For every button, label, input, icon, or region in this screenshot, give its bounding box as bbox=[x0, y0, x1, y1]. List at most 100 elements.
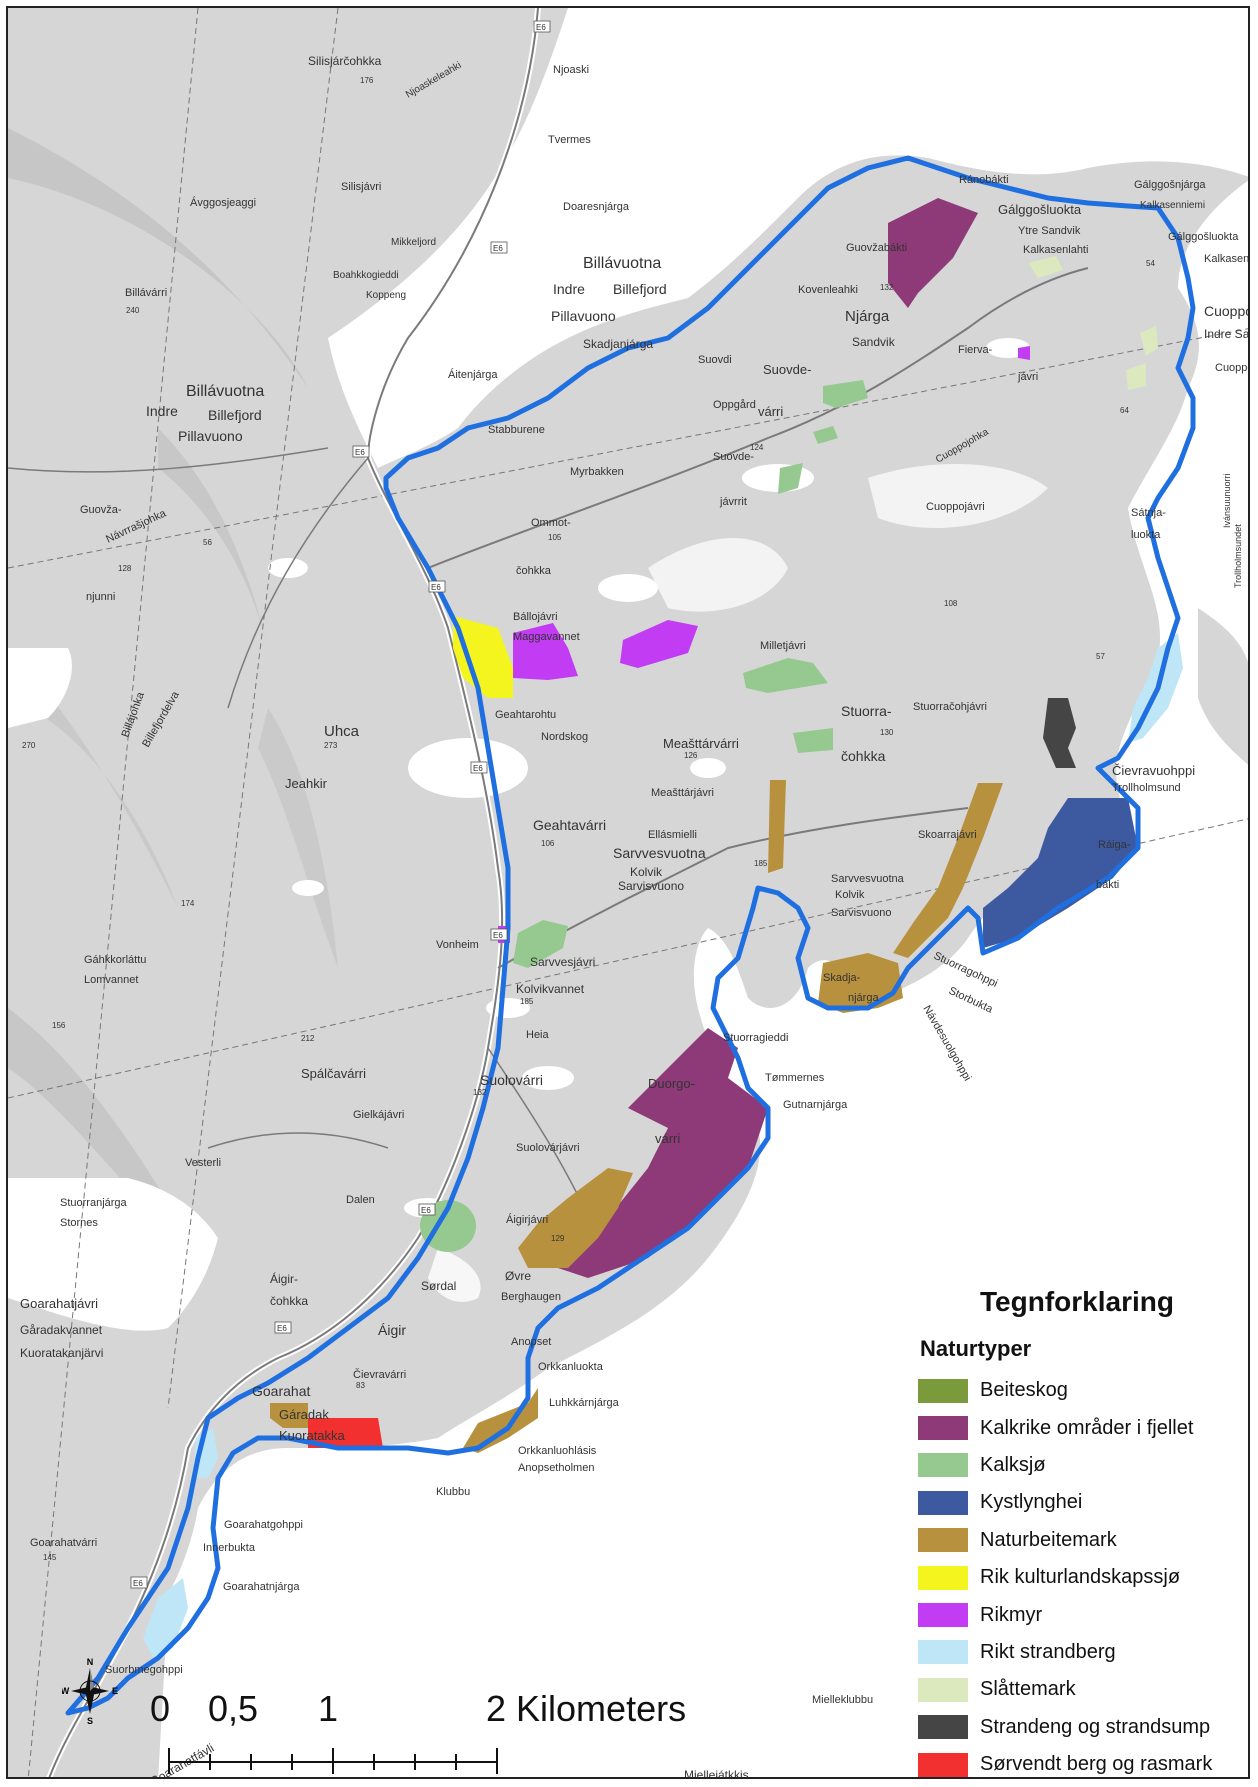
legend-label: Rikt strandberg bbox=[980, 1640, 1116, 1663]
legend-item: Rikmyr bbox=[918, 1596, 1236, 1633]
place-label: Suolovárjávri bbox=[516, 1142, 580, 1154]
place-label: jávri bbox=[1017, 371, 1038, 383]
scale-label-2-km: 2 Kilometers bbox=[486, 1688, 687, 1729]
place-label: Doaresnjárga bbox=[563, 201, 630, 213]
place-label: Stuorra- bbox=[841, 703, 892, 719]
height-label: 273 bbox=[324, 741, 338, 750]
place-label: Heia bbox=[526, 1029, 550, 1041]
place-label: Suovde- bbox=[763, 362, 811, 377]
polygon-slattemark-1[interactable] bbox=[1028, 256, 1063, 278]
place-label: Kuoratakka bbox=[279, 1428, 346, 1443]
polygon-kalksjo-3[interactable] bbox=[778, 463, 803, 494]
height-label: 132 bbox=[473, 1088, 487, 1097]
polygon-naturbeitemark-2[interactable] bbox=[893, 783, 1003, 958]
legend-subtitle: Naturtyper bbox=[920, 1336, 1032, 1361]
height-label: 57 bbox=[1096, 652, 1105, 661]
place-label: Cuoppojávri bbox=[926, 501, 985, 513]
place-label: Sarvvesvuotna bbox=[831, 873, 905, 885]
polygon-naturbeitemark-6[interactable] bbox=[270, 1403, 308, 1428]
legend-swatch bbox=[918, 1752, 968, 1777]
polygon-rik-kulturlandskapssjo[interactable] bbox=[453, 616, 513, 698]
polygon-rikmyr-3[interactable] bbox=[1018, 346, 1030, 360]
height-label: 83 bbox=[356, 1381, 365, 1390]
height-label: 129 bbox=[551, 1234, 565, 1243]
polygon-kalkrike-1[interactable] bbox=[888, 198, 978, 308]
polygon-naturbeitemark-4[interactable] bbox=[518, 1168, 633, 1268]
place-label: Billefjord bbox=[208, 407, 262, 423]
polygon-kalksjo-6[interactable] bbox=[513, 920, 568, 968]
polygon-slattemark-3[interactable] bbox=[1126, 363, 1146, 390]
place-label: Skoarrajávri bbox=[918, 829, 977, 841]
legend-label: Strandeng og strandsump bbox=[980, 1715, 1211, 1738]
place-label: Sátnja- bbox=[1131, 507, 1166, 519]
height-label: 130 bbox=[880, 728, 894, 737]
road-label: E6 bbox=[355, 448, 365, 457]
place-label: Cuoppog bbox=[1204, 303, 1250, 319]
height-label: 145 bbox=[43, 1553, 57, 1562]
place-label: Duorgo- bbox=[648, 1076, 695, 1091]
place-label: Innerbukta bbox=[203, 1542, 256, 1554]
study-area-boundary[interactable] bbox=[65, 155, 1196, 1716]
polygon-kalksjo-5[interactable] bbox=[793, 728, 833, 753]
place-label: Stabburene bbox=[488, 424, 545, 436]
height-label: 54 bbox=[1146, 259, 1155, 268]
polygon-rikt-strandberg-2[interactable] bbox=[193, 1428, 218, 1478]
road-shield bbox=[490, 928, 508, 941]
legend-swatch bbox=[918, 1715, 968, 1740]
place-label: čohkka bbox=[841, 748, 886, 764]
polygon-strandeng[interactable] bbox=[1043, 698, 1076, 768]
place-label: Jeahkir bbox=[285, 776, 328, 791]
road-label: E6 bbox=[493, 244, 503, 253]
legend-label: Kalkrike områder i fjellet bbox=[980, 1416, 1194, 1439]
legend-swatch bbox=[918, 1677, 968, 1702]
grid-lines bbox=[8, 8, 1248, 1777]
place-label: Suovdi bbox=[698, 354, 732, 366]
place-label: Ránobákti bbox=[959, 174, 1009, 186]
place-label: Skadja- bbox=[823, 972, 861, 984]
road-shield bbox=[533, 20, 551, 33]
height-label: 156 bbox=[52, 1021, 66, 1030]
polygon-kalksjo-1[interactable] bbox=[823, 380, 868, 408]
polygon-naturbeitemark-5[interactable] bbox=[463, 1388, 538, 1453]
place-label: jávrrit bbox=[719, 496, 747, 508]
nature-type-polygons[interactable] bbox=[143, 198, 1183, 1658]
place-label: Gáradak bbox=[279, 1407, 329, 1422]
place-label: bákti bbox=[1096, 879, 1119, 891]
polygon-rikmyr-2[interactable] bbox=[620, 620, 698, 668]
place-label: Čievravárri bbox=[353, 1368, 406, 1381]
polygon-kalksjo-4[interactable] bbox=[743, 658, 828, 693]
place-label: Milletjávri bbox=[760, 640, 806, 652]
polygon-slattemark-2[interactable] bbox=[1140, 326, 1158, 356]
place-label: Goarahatjávri bbox=[20, 1296, 98, 1311]
legend-item: Naturbeitemark bbox=[918, 1522, 1236, 1559]
polygon-naturbeitemark-1[interactable] bbox=[768, 780, 786, 873]
place-label: Silisjárčohkka bbox=[308, 54, 382, 68]
polygon-sorvendt-berg[interactable] bbox=[308, 1418, 383, 1448]
scale-bar bbox=[168, 1748, 498, 1774]
place-label: Uhca bbox=[324, 723, 360, 740]
polygon-rikmyr-1[interactable] bbox=[513, 623, 578, 680]
legend-label: Kystlynghei bbox=[980, 1491, 1083, 1514]
road-label: E6 bbox=[473, 764, 483, 773]
place-label: Guovžabákti bbox=[846, 242, 907, 254]
place-label: Pillavuono bbox=[551, 308, 616, 324]
place-label: Boahkkogieddi bbox=[333, 270, 399, 281]
height-label: 212 bbox=[301, 1034, 315, 1043]
polygon-kystlynghei[interactable] bbox=[983, 798, 1138, 948]
place-label: Dalen bbox=[346, 1194, 375, 1206]
place-label: Maggavannet bbox=[513, 631, 580, 643]
compass-rose: N S W E bbox=[62, 1657, 118, 1726]
place-label: čohkka bbox=[516, 565, 552, 577]
place-label: čohkka bbox=[270, 1294, 308, 1308]
place-label: Indre bbox=[553, 281, 585, 297]
polygon-kalksjo-2[interactable] bbox=[813, 426, 838, 444]
road-shield bbox=[418, 1203, 436, 1216]
place-label: Miellejátkkis bbox=[684, 1768, 749, 1779]
height-label: 132 bbox=[880, 283, 894, 292]
place-label: Gálggošnjárga bbox=[1134, 179, 1206, 191]
place-label: Sarvisvuono bbox=[831, 907, 892, 919]
legend-swatch bbox=[918, 1603, 968, 1628]
place-label: Kalkasenlahti bbox=[1023, 244, 1088, 256]
